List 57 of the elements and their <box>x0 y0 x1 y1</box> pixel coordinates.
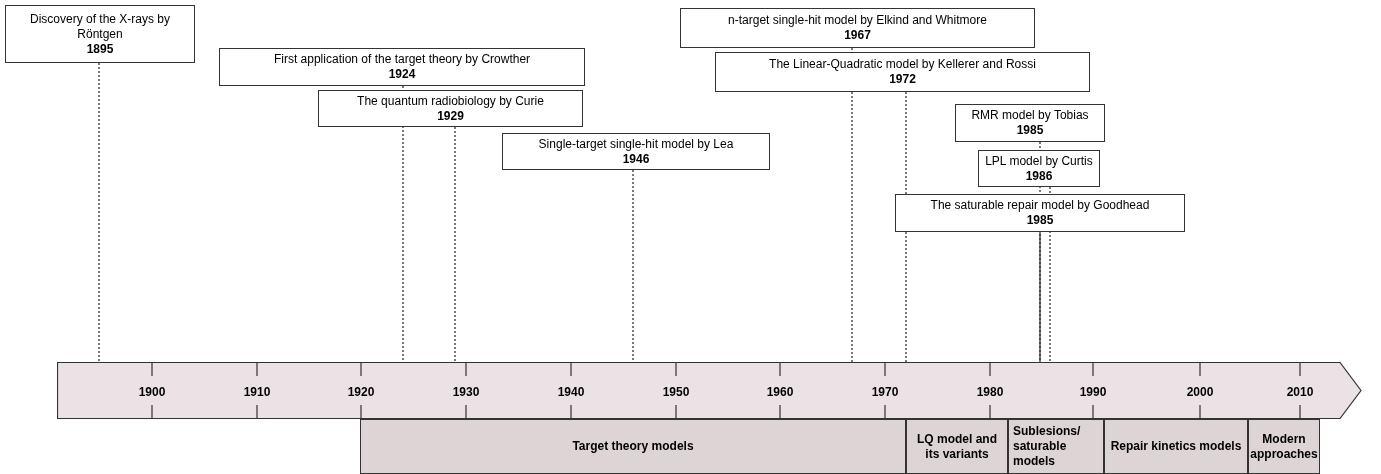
timeline-arrow <box>57 362 1362 419</box>
event-title: The Linear-Quadratic model by Kellerer and Rossi <box>769 57 1036 72</box>
leader-line <box>851 47 853 363</box>
era-band <box>1008 419 1104 474</box>
event-title: The saturable repair model by Goodhead <box>930 198 1150 213</box>
year-tick-label: 2010 <box>1285 384 1315 401</box>
event-year: 1946 <box>622 151 650 167</box>
year-tick-label: 1990 <box>1078 384 1108 401</box>
year-tick-label: 1960 <box>765 384 795 401</box>
leader-line <box>1039 231 1041 363</box>
leader-line <box>98 62 100 363</box>
leader-line <box>454 126 456 363</box>
era-band <box>1104 419 1248 474</box>
event-year: 1972 <box>889 72 916 87</box>
era-band <box>360 419 906 474</box>
event-box <box>895 194 1185 232</box>
era-label: Repair kinetics models <box>1110 439 1242 454</box>
year-tick-label: 1910 <box>242 384 272 401</box>
event-title: Discovery of the X-rays by Röntgen <box>28 11 171 42</box>
leader-line <box>905 91 907 363</box>
era-label: Sublesions/ saturable models <box>1013 424 1082 469</box>
event-box <box>715 52 1090 92</box>
event-title: First application of the target theory by Crowther <box>273 52 531 67</box>
event-title: n-target single-hit model by Elkind and Whitmore <box>728 13 987 28</box>
event-box <box>219 48 585 86</box>
event-title: RMR model by Tobias <box>971 108 1089 123</box>
era-band <box>1248 419 1320 474</box>
year-tick-label: 2000 <box>1185 384 1215 401</box>
era-band <box>906 419 1008 474</box>
era-label: Modern approaches <box>1250 431 1318 462</box>
leader-line <box>632 169 634 363</box>
event-box <box>318 90 583 127</box>
event-year: 1895 <box>86 41 114 57</box>
year-tick-label: 1980 <box>975 384 1005 401</box>
era-label: LQ model and its variants <box>916 431 998 462</box>
event-year: 1924 <box>388 67 416 82</box>
event-year: 1985 <box>1016 123 1044 138</box>
event-year: 1929 <box>437 108 464 124</box>
year-tick-label: 1930 <box>451 384 481 401</box>
event-year: 1967 <box>844 28 871 43</box>
year-tick-label: 1900 <box>137 384 167 401</box>
year-tick-label: 1940 <box>556 384 586 401</box>
leader-line <box>402 85 404 363</box>
year-tick-label: 1970 <box>870 384 900 401</box>
year-tick-label: 1950 <box>661 384 691 401</box>
event-title: LPL model by Curtis <box>985 153 1093 169</box>
event-year: 1985 <box>1026 213 1054 228</box>
event-box <box>978 150 1100 187</box>
event-title: The quantum radiobiology by Curie <box>357 93 544 109</box>
event-box <box>955 104 1105 142</box>
event-box <box>502 133 770 170</box>
event-title: Single-target single-hit model by Lea <box>538 136 734 152</box>
event-box <box>680 8 1035 48</box>
era-label: Target theory models <box>572 439 694 454</box>
event-box <box>5 5 195 63</box>
event-year: 1986 <box>1025 168 1053 184</box>
year-tick-label: 1920 <box>346 384 376 401</box>
